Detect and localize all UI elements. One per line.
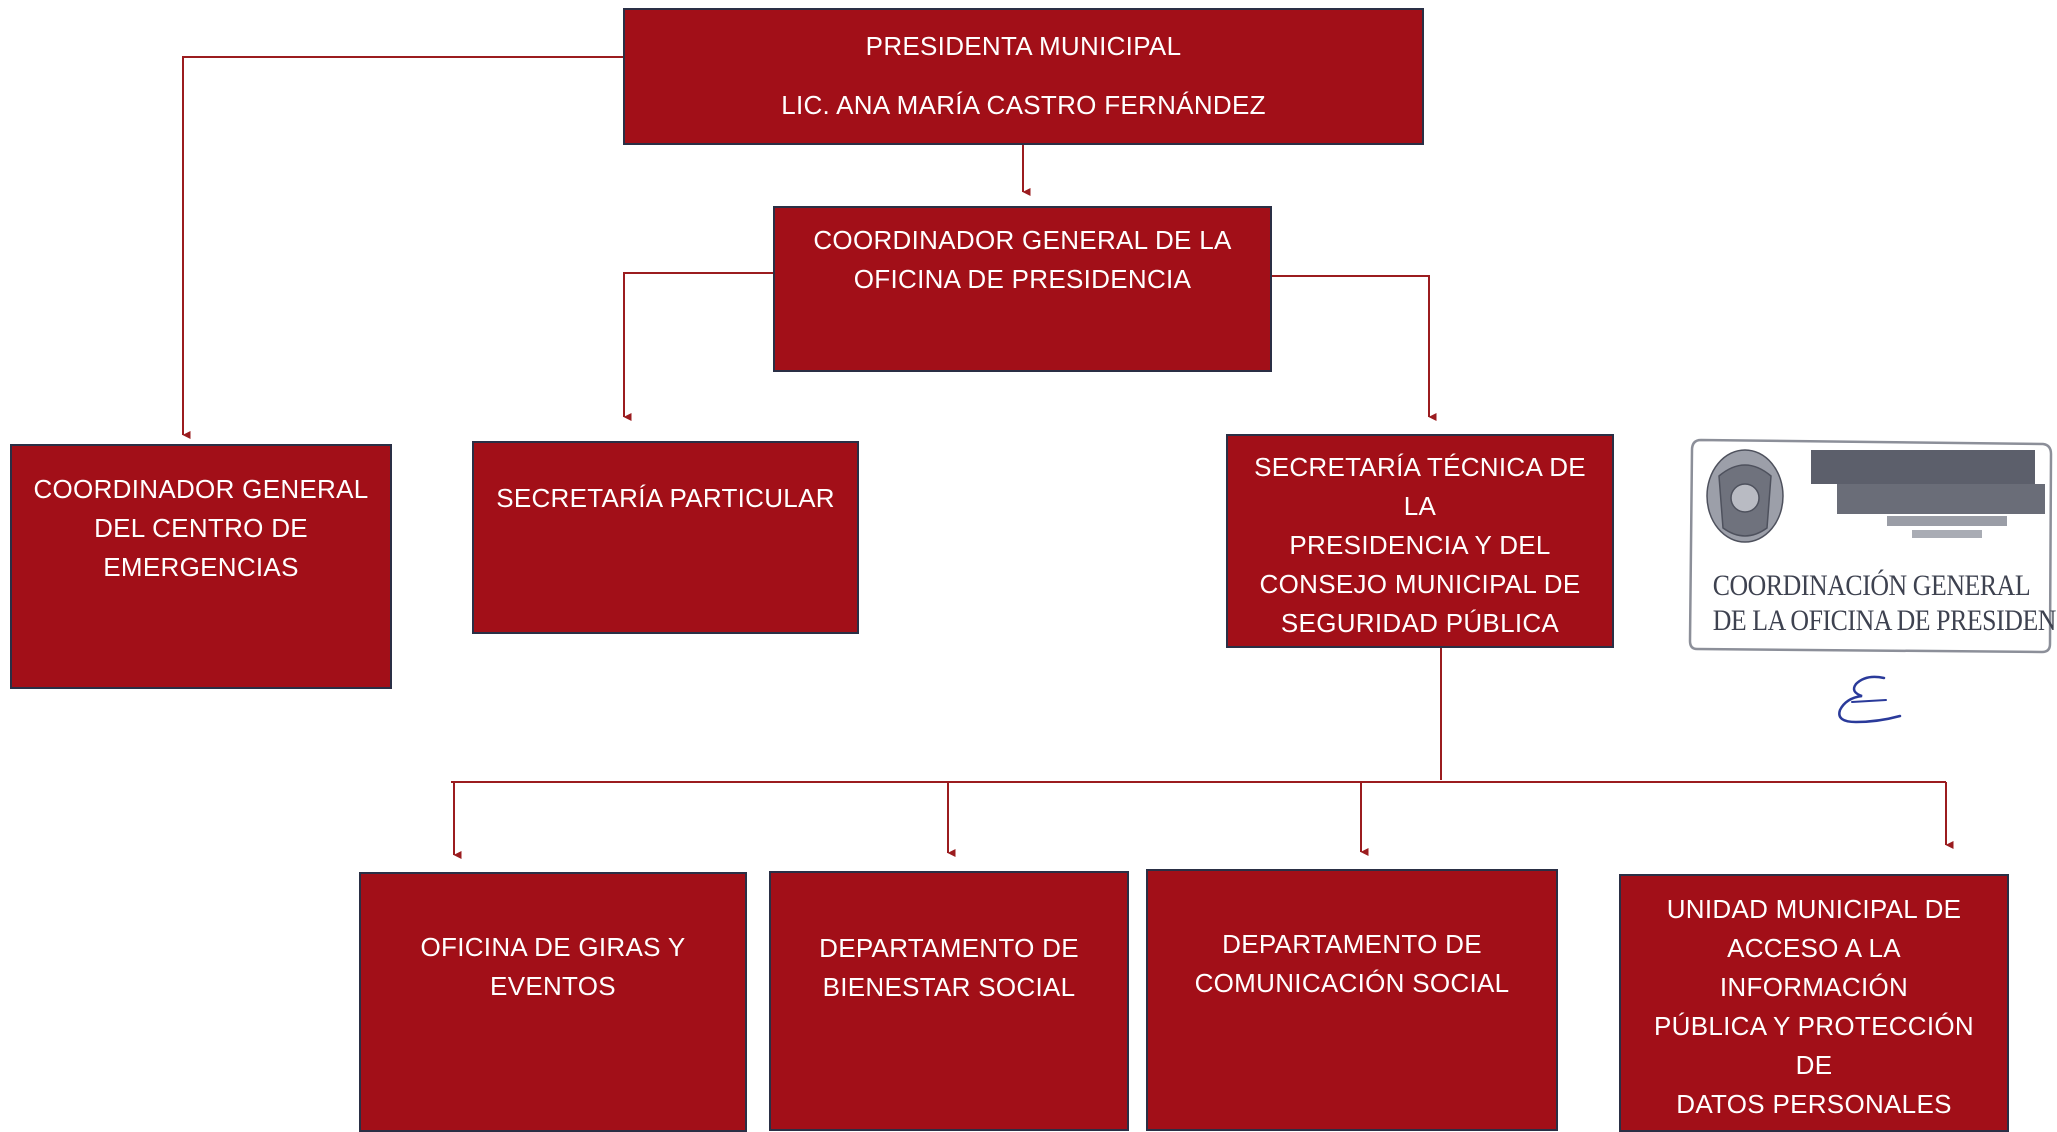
org-box-line: DEPARTAMENTO DE [819,933,1079,963]
org-box-line: OFICINA DE PRESIDENCIA [853,264,1192,294]
org-box-line: DATOS PERSONALES [1676,1089,1952,1119]
org-box-bienestar-social: DEPARTAMENTO DE BIENESTAR SOCIAL [769,871,1129,1131]
org-box-unidad-acceso-informacion: UNIDAD MUNICIPAL DE ACCESO A LA INFORMAC… [1619,874,2009,1132]
org-box-line: COMUNICACIÓN SOCIAL [1194,968,1510,998]
org-box-secretaria-particular: SECRETARÍA PARTICULAR [472,441,859,634]
org-box-line: DEL CENTRO DE [94,513,308,543]
org-box-line: OFICINA DE GIRAS Y [420,932,686,962]
municipal-logo-icon [1811,450,2045,538]
connector-coordinador-to-secretaria-tecnica [1272,275,1437,421]
org-box-centro-emergencias: COORDINADOR GENERAL DEL CENTRO DE EMERGE… [10,444,392,689]
coat-of-arms-icon [1706,449,1784,543]
org-box-line: COORDINADOR GENERAL DE LA [813,225,1232,255]
official-stamp: COORDINACIÓN GENERAL DE LA OFICINA DE PR… [1687,436,2057,658]
org-box-coordinador-oficina-presidencia: COORDINADOR GENERAL DE LA OFICINA DE PRE… [773,206,1272,372]
org-box-comunicacion-social: DEPARTAMENTO DE COMUNICACIÓN SOCIAL [1146,869,1558,1131]
connector-presidenta-to-centro-emergencias [182,56,623,439]
org-box-line: SECRETARÍA PARTICULAR [496,483,835,513]
org-box-line: CONSEJO MUNICIPAL DE [1259,569,1581,599]
org-box-line: LIC. ANA MARÍA CASTRO FERNÁNDEZ [781,90,1266,120]
org-box-line: EVENTOS [490,971,616,1001]
org-box-line: PRESIDENCIA Y DEL [1289,530,1551,560]
org-box-line: ACCESO A LA INFORMACIÓN [1719,933,1909,1002]
org-box-oficina-giras-eventos: OFICINA DE GIRAS Y EVENTOS [359,872,747,1132]
connector-coordinador-to-secretaria-particular [623,272,773,421]
org-box-secretaria-tecnica: SECRETARÍA TÉCNICA DE LA PRESIDENCIA Y D… [1226,434,1614,648]
org-box-line: BIENESTAR SOCIAL [822,972,1076,1002]
org-box-line: SECRETARÍA TÉCNICA DE LA [1254,452,1586,521]
org-box-line: UNIDAD MUNICIPAL DE [1666,894,1962,924]
stamp-text-line: DE LA OFICINA DE PRESIDENCIA [1712,604,2057,637]
org-box-line: DEPARTAMENTO DE [1222,929,1482,959]
org-box-line: COORDINADOR GENERAL [33,474,369,504]
stamp-text-line: COORDINACIÓN GENERAL [1712,569,2031,602]
org-box-line: PRESIDENTA MUNICIPAL [865,31,1182,61]
org-box-line: PÚBLICA Y PROTECCIÓN DE [1653,1011,1975,1080]
stamp-frame [1688,438,2053,654]
org-box-presidenta-municipal: PRESIDENTA MUNICIPAL LIC. ANA MARÍA CAST… [623,8,1424,145]
handwritten-signature-icon [1838,675,1902,724]
org-box-line: EMERGENCIAS [103,552,299,582]
org-box-line: SEGURIDAD PÚBLICA [1280,608,1560,638]
